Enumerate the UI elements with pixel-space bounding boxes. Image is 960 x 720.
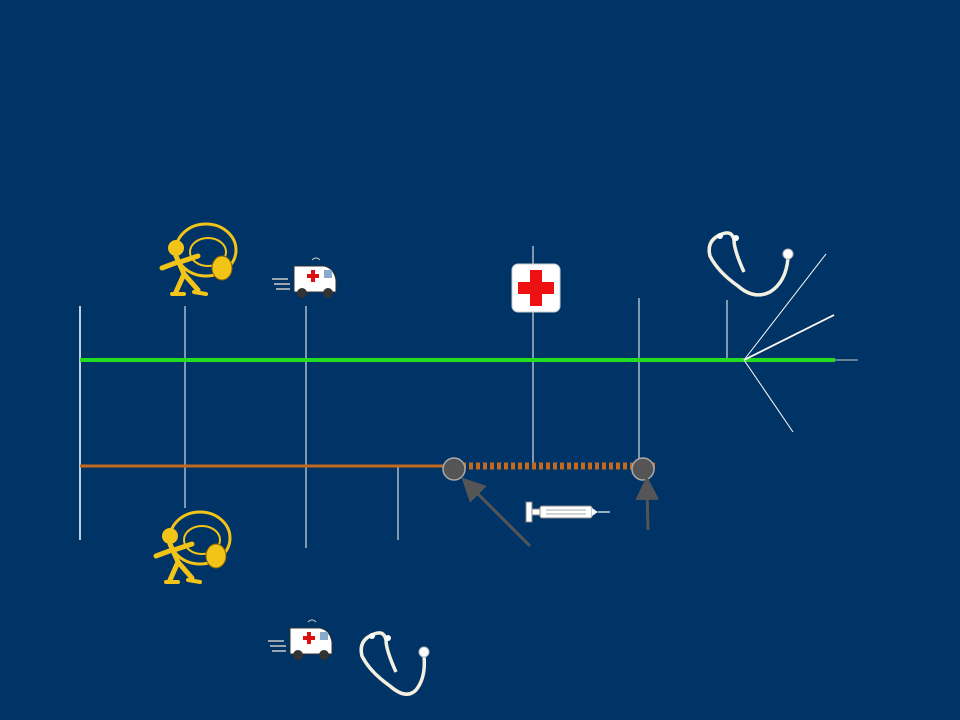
arrow-to-right-dot (635, 476, 660, 531)
person-carrying-load-icon (153, 510, 232, 584)
ambulance-icon (272, 257, 337, 298)
arrow-to-left-dot (461, 477, 532, 548)
outcome-fan-lines (743, 253, 835, 433)
stethoscope-icon (359, 631, 430, 696)
person-carrying-load-icon (159, 222, 238, 296)
stethoscope-icon (707, 231, 794, 297)
ambulance-icon (268, 619, 333, 660)
event-dot-left (442, 457, 466, 481)
hospital-cross-icon (511, 263, 561, 313)
event-dot-right (631, 457, 655, 481)
syringe-icon (525, 501, 610, 523)
